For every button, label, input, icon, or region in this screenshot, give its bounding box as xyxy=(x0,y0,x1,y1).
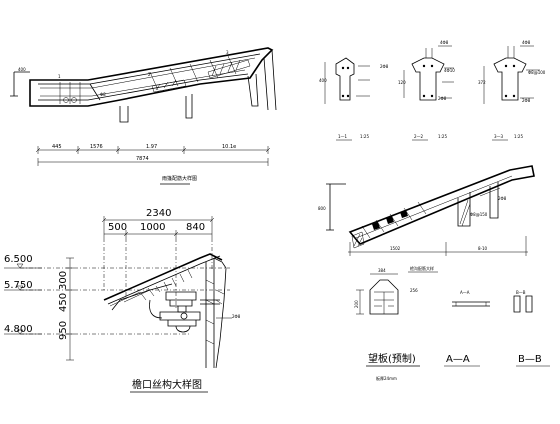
svg-text:B—B: B—B xyxy=(516,290,526,295)
section-bar-1: 4Φ8 xyxy=(440,40,449,45)
section-3-scale: 1:25 xyxy=(514,134,523,139)
canopy-dim-4: 10.1e xyxy=(222,144,236,150)
panel-dim-side: 256 xyxy=(410,288,418,293)
svg-text:Φ8: Φ8 xyxy=(100,92,106,97)
section-3-3: 372 4Φ8 Φ8@100 2Φ8 3—3 1:25 xyxy=(478,40,546,141)
section-bar-4: 2Φ8 xyxy=(438,96,447,101)
svg-text:372: 372 xyxy=(478,80,486,85)
canopy-dim-1: 445 xyxy=(52,144,62,150)
gutter-dim-2: 8-10 xyxy=(478,246,488,251)
elevation-5750: 5.750 xyxy=(4,280,33,291)
svg-text:2Φ8: 2Φ8 xyxy=(498,196,507,201)
panel-dim-width: 384 xyxy=(378,268,386,273)
svg-text:200: 200 xyxy=(354,300,359,308)
elevation-4800: 4.800 xyxy=(4,324,33,335)
panel-title: 望板(预制) xyxy=(368,352,416,365)
svg-text:3: 3 xyxy=(226,50,229,55)
eave-sub-dim-3: 840 xyxy=(186,222,205,233)
section-2-scale: 1:25 xyxy=(438,134,447,139)
svg-text:120: 120 xyxy=(398,80,406,85)
canopy-caption: 雨篷配筋大样图 xyxy=(162,175,197,182)
canopy-detail: 400 1 2 3 Φ8 xyxy=(10,47,277,185)
canopy-dim-total: 7874 xyxy=(136,156,149,162)
section-2-label: 2—2 xyxy=(414,134,424,139)
section-bar-2: 2Φ8 xyxy=(380,64,389,69)
eave-detail: 2340 500 1000 840 6.500 5.750 4.800 300 … xyxy=(4,208,241,393)
svg-text:Φ8@150: Φ8@150 xyxy=(470,212,488,217)
eave-total-dim: 2340 xyxy=(146,208,171,219)
section-bar-5: Φ8@100 xyxy=(528,70,546,75)
section-details: 400 1—1 120 4Φ8 2Φ8 4Φ10 2Φ8 2—2 1:25 xyxy=(319,40,546,141)
svg-text:1: 1 xyxy=(58,74,61,79)
svg-text:2: 2 xyxy=(148,72,151,77)
eave-caption: 檐口丝构大样图 xyxy=(132,378,202,391)
gutter-caption: 檐沟配筋大样 xyxy=(410,265,434,271)
elevation-6500: 6.500 xyxy=(4,254,33,265)
gutter-level-label: 800 xyxy=(318,206,326,211)
eave-sub-dim-1: 500 xyxy=(108,222,127,233)
eave-note: 2Φ8 xyxy=(232,314,241,319)
section-1-1: 400 1—1 xyxy=(319,57,370,141)
svg-text:400: 400 xyxy=(319,78,327,83)
section-1-scale: 1:25 xyxy=(360,134,369,139)
section-bar-3: 4Φ10 xyxy=(444,68,455,73)
panel-note: 板厚24mm xyxy=(376,375,397,381)
eave-vert-dim-300: 300 xyxy=(58,271,69,290)
eave-vert-dim-450: 450 xyxy=(58,293,69,312)
eave-vert-dim-950: 950 xyxy=(58,321,69,340)
section-bar-6: 2Φ8 xyxy=(522,98,531,103)
svg-text:4Φ8: 4Φ8 xyxy=(522,40,531,45)
section-3-label: 3—3 xyxy=(494,134,504,139)
panel-detail: 200 384 256 A—A B—B 望板(预制) 板厚24mm A—A B—… xyxy=(354,268,550,381)
panel-section-a: A—A xyxy=(446,354,470,365)
section-2-2: 120 4Φ8 2Φ8 4Φ10 2Φ8 2—2 1:25 xyxy=(380,40,455,141)
svg-text:A—A: A—A xyxy=(460,290,470,295)
canopy-level-label: 400 xyxy=(18,67,26,72)
canopy-dim-3: 1.97 xyxy=(146,144,157,150)
gutter-dim-1: 1502 xyxy=(390,246,401,251)
eave-sub-dim-2: 1000 xyxy=(140,222,165,233)
panel-section-b: B—B xyxy=(518,354,542,365)
gutter-detail: 800 Φ8@150 2Φ8 1502 8-10 檐沟配筋大样 xyxy=(318,165,535,273)
section-1-label: 1—1 xyxy=(338,134,348,139)
canopy-dim-2: 1576 xyxy=(90,144,103,150)
